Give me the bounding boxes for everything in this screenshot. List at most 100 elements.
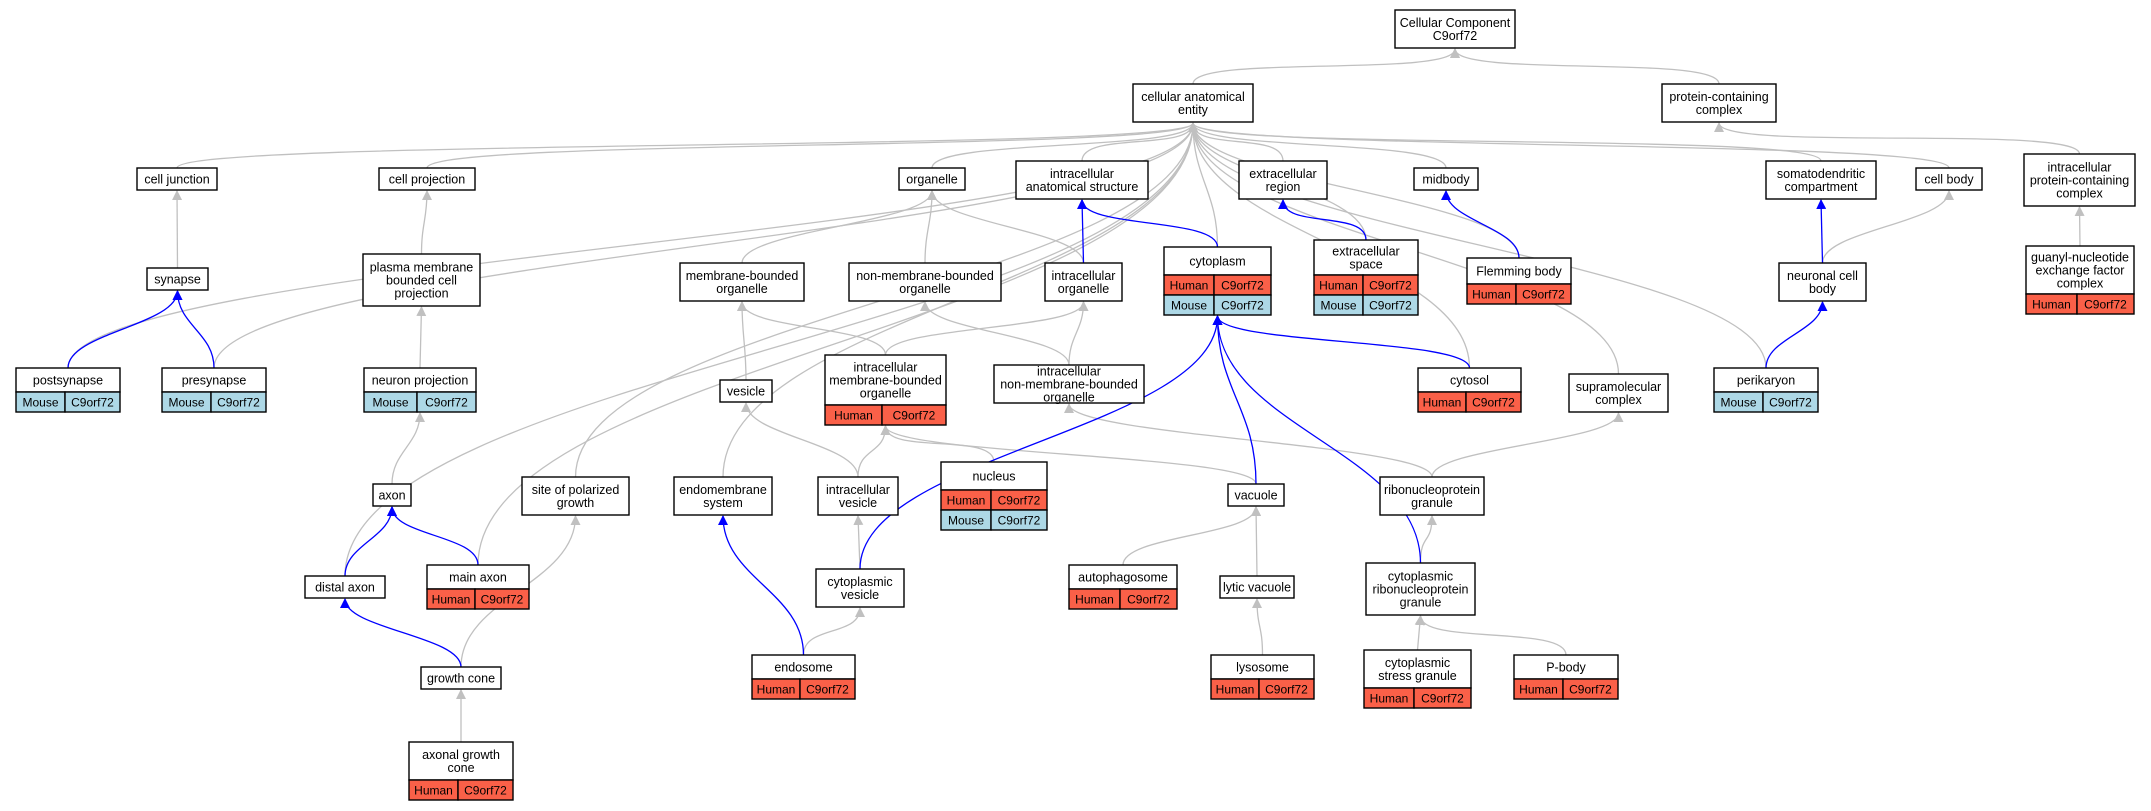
node-axon[interactable]: axon	[372, 483, 412, 507]
node-label-line: non-membrane-bounded	[1000, 378, 1138, 392]
gene-label: C9orf72	[998, 514, 1041, 528]
gene-label: C9orf72	[1221, 279, 1264, 293]
node-label-box	[848, 262, 1002, 302]
node-label-box	[304, 575, 386, 599]
node-growth-cone[interactable]: growth cone	[420, 666, 502, 690]
is-a-edge-cyto-to-cae	[1188, 122, 1219, 248]
node-intracellular-non-membrane-bounded-organelle[interactable]: intracellularnon-membrane-boundedorganel…	[993, 364, 1145, 405]
gene-cell	[799, 678, 856, 700]
node-label-box	[1417, 367, 1522, 393]
node-label-line: growth cone	[427, 672, 495, 686]
gene-cell	[474, 588, 530, 610]
node-label-line: nucleus	[972, 470, 1015, 484]
node-label-line: intracellular	[1052, 269, 1116, 283]
node-cell-junction[interactable]: cell junction	[136, 167, 218, 191]
node-label-line: organelle	[906, 173, 957, 187]
node-lytic-vacuole[interactable]: lytic vacuole	[1219, 575, 1295, 599]
is-a-edge-cv-to-iv	[853, 515, 864, 570]
species-label: Human	[947, 494, 986, 508]
gene-label: C9orf72	[1369, 279, 1412, 293]
node-label-line: protein-containing	[1669, 90, 1768, 104]
gene-cell	[210, 391, 267, 413]
node-label-line: complex	[2057, 277, 2104, 291]
node-vesicle[interactable]: vesicle	[719, 379, 773, 403]
node-label-box	[1379, 476, 1485, 516]
is-a-edge-sdc-to-cae	[1188, 122, 1822, 162]
species-label: Human	[1519, 683, 1558, 697]
is-a-edge-cae-to-cc	[1192, 48, 1460, 85]
node-label-box	[1015, 160, 1149, 200]
node-label-line: organelle	[1058, 282, 1109, 296]
node-label-line: endosome	[774, 661, 832, 675]
node-vacuole[interactable]: vacuole	[1227, 483, 1285, 507]
gene-cell	[416, 391, 477, 413]
node-organelle[interactable]: organelle	[898, 167, 966, 191]
gene-label: C9orf72	[1769, 396, 1812, 410]
node-intracellular-membrane-bounded-organelle[interactable]: intracellularmembrane-boundedorganelleHu…	[824, 354, 947, 426]
is-a-edge-ipcc-to-pcc	[1714, 122, 2081, 155]
node-synapse[interactable]: synapse	[146, 267, 209, 291]
node-label-line: Cellular Component	[1400, 16, 1511, 30]
node-label-line: P-body	[1546, 661, 1586, 675]
is-a-edge-mid-to-cae	[1188, 122, 1447, 169]
is-a-edge-cb-to-cae	[1188, 122, 1950, 169]
species-label: Human	[1370, 692, 1409, 706]
is-a-edge-pre-to-cae	[213, 122, 1198, 369]
node-label-box	[362, 253, 481, 307]
species-label: Mouse	[168, 396, 204, 410]
is-a-edge-pmb-to-cp	[420, 190, 432, 255]
species-label: Mouse	[372, 396, 408, 410]
node-midbody[interactable]: midbody	[1413, 167, 1479, 191]
is-a-edge-pb-to-crnpg	[1415, 615, 1567, 656]
node-cell-projection[interactable]: cell projection	[378, 167, 476, 191]
node-label-line: supramolecular	[1576, 380, 1661, 394]
node-distal-axon[interactable]: distal axon	[304, 575, 386, 599]
gene-cell	[1562, 678, 1619, 700]
node-label-box	[1778, 262, 1867, 302]
gene-cell	[64, 391, 121, 413]
node-cell-body[interactable]: cell body	[1915, 167, 1983, 191]
node-label-line: complex	[1595, 393, 1642, 407]
node-label-box	[993, 364, 1145, 404]
node-label-line: cytoplasm	[1189, 255, 1245, 269]
part-of-edge-ncb-to-sdc	[1816, 199, 1827, 264]
species-label: Human	[1319, 279, 1358, 293]
